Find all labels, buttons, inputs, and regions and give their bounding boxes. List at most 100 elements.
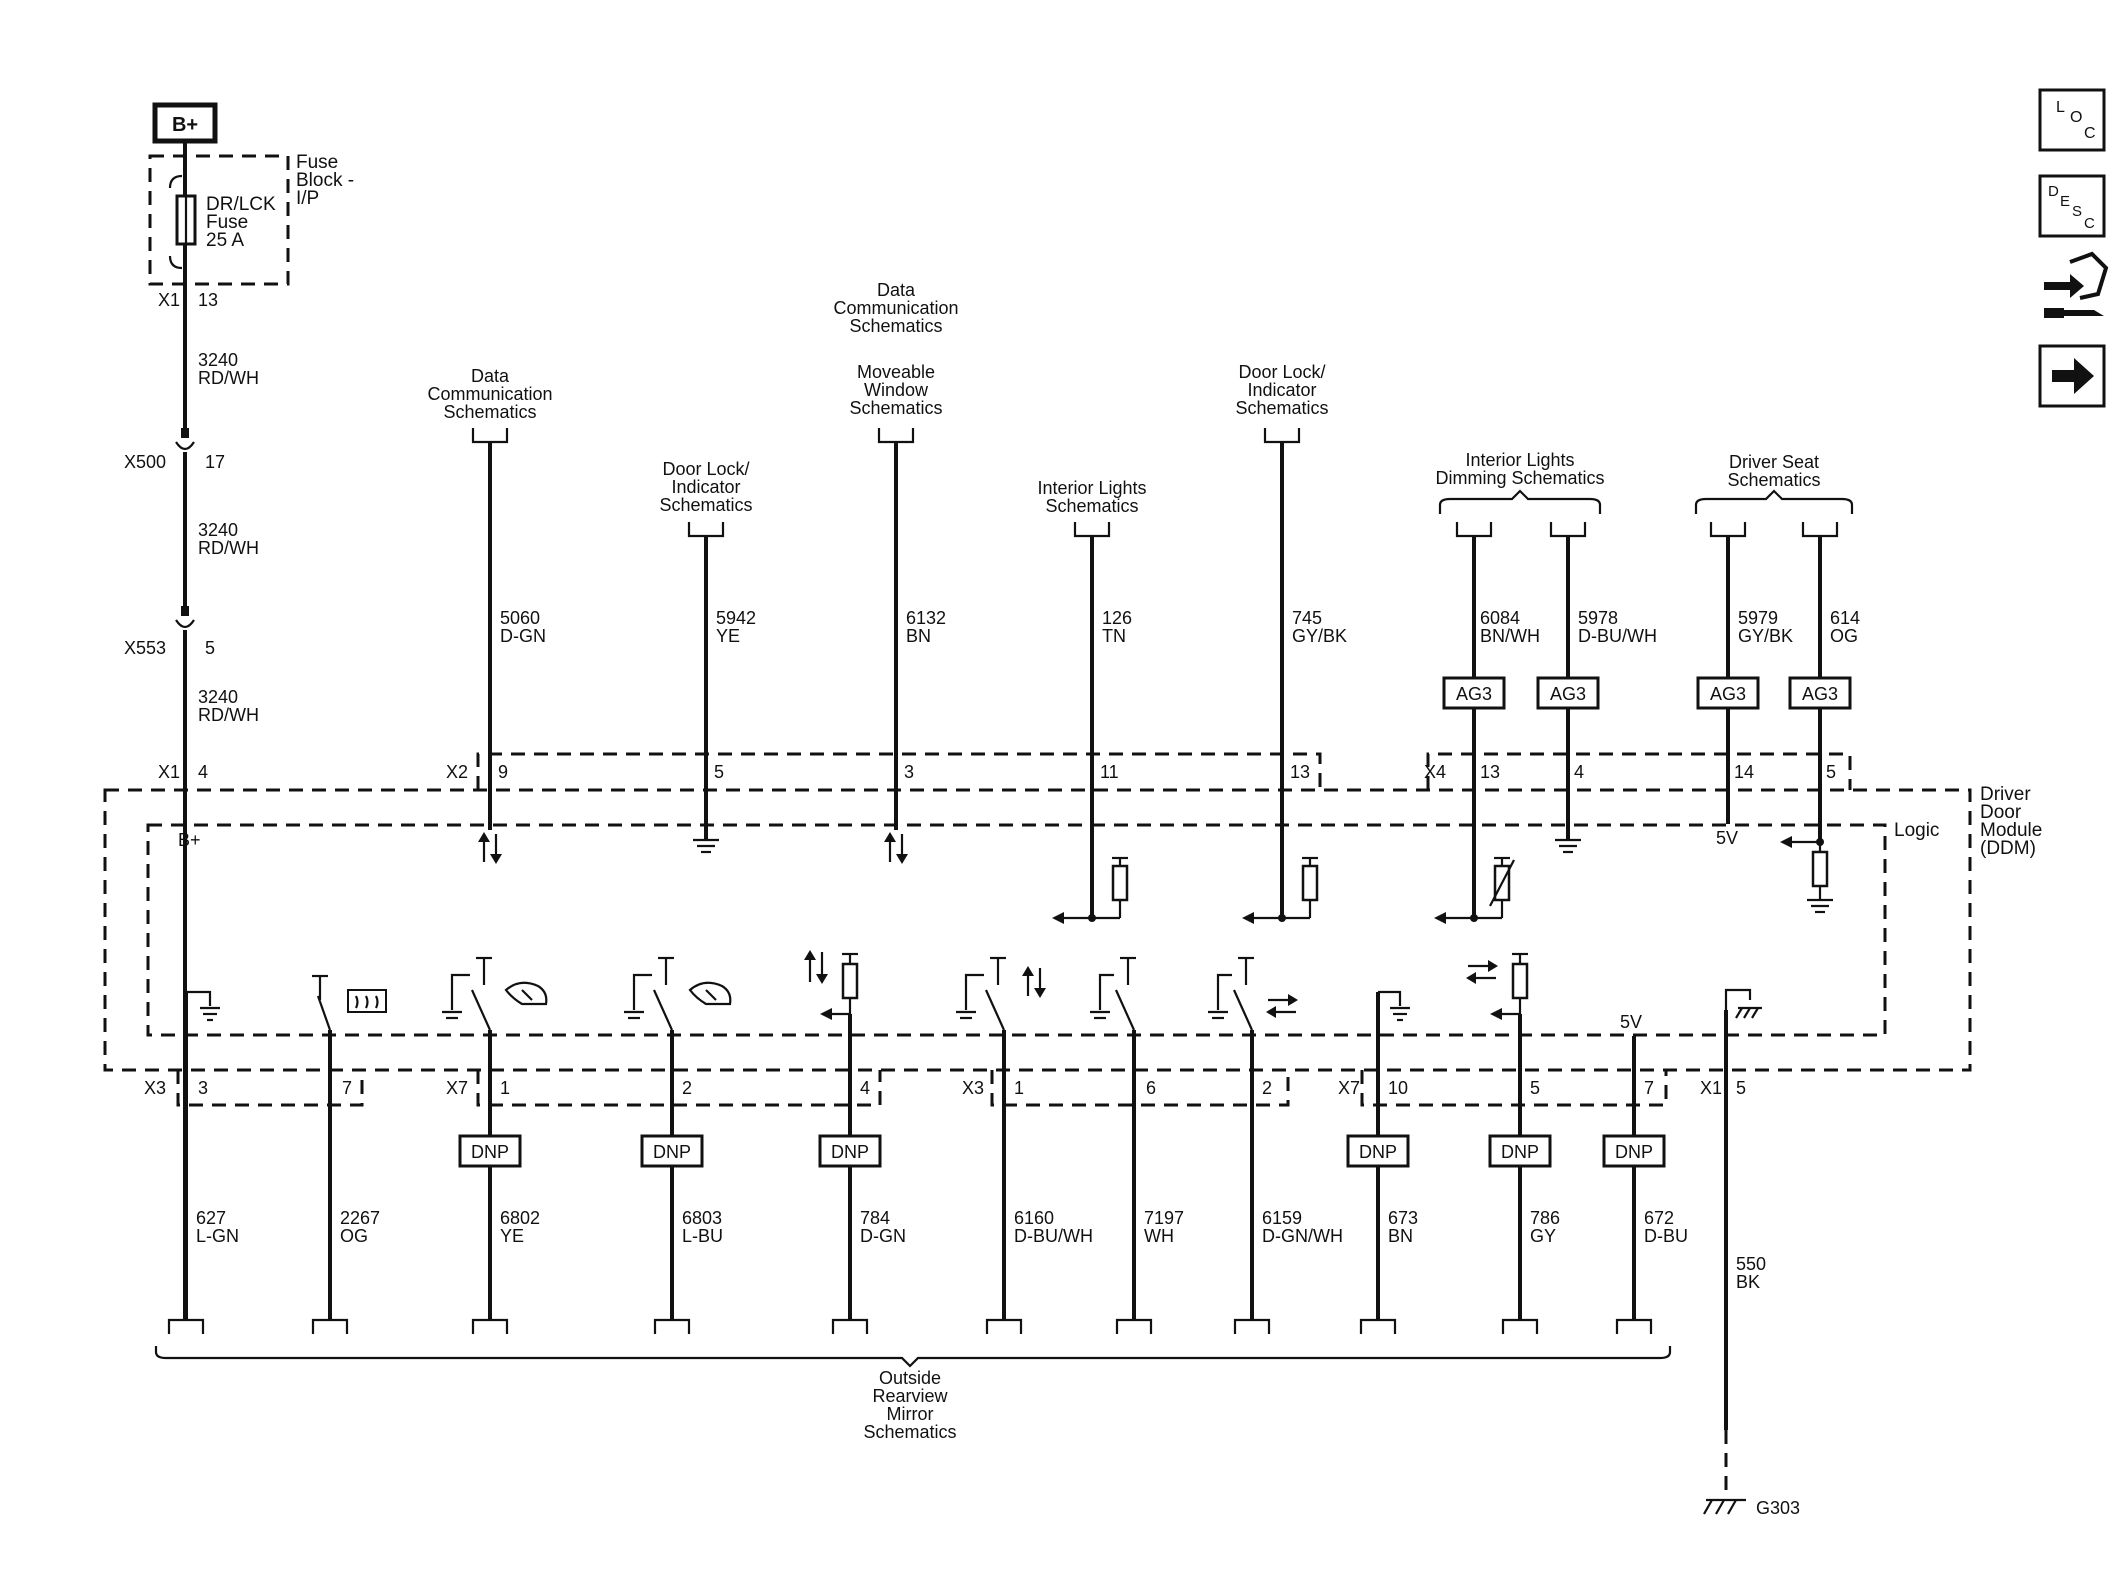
svg-text:Schematics: Schematics (443, 402, 536, 422)
svg-text:X500: X500 (124, 452, 166, 472)
svg-text:5: 5 (205, 638, 215, 658)
svg-text:673: 673 (1388, 1208, 1418, 1228)
svg-text:Mirror: Mirror (887, 1404, 934, 1424)
internal-upper-symbols: 5V (478, 828, 1833, 924)
description-button[interactable]: D E S C (2038, 174, 2106, 238)
next-arrow-icon[interactable] (2038, 344, 2106, 408)
svg-text:D-BU: D-BU (1644, 1226, 1688, 1246)
svg-text:YE: YE (716, 626, 740, 646)
top-wires: 5060 D-GN 5942 YE 6132 BN 126 TN 745 GY/… (446, 442, 1860, 920)
logic-label: Logic (1894, 820, 1939, 841)
fuse-block-label: Fuse (296, 152, 338, 173)
svg-text:Communication: Communication (833, 298, 958, 318)
svg-text:2: 2 (682, 1078, 692, 1098)
svg-text:C: C (2084, 215, 2095, 232)
svg-text:GY/BK: GY/BK (1738, 626, 1793, 646)
svg-text:DNP: DNP (831, 1142, 869, 1162)
svg-text:6803: 6803 (682, 1208, 722, 1228)
svg-text:Rearview: Rearview (872, 1386, 948, 1406)
svg-text:25 A: 25 A (206, 230, 244, 251)
svg-text:X2: X2 (446, 762, 468, 782)
svg-text:Data: Data (471, 366, 510, 386)
svg-text:Schematics: Schematics (1235, 398, 1328, 418)
power-feed: B+ Fuse Block - I/P DR/LCK Fuse 25 A X1 … (124, 102, 354, 1320)
svg-text:GY: GY (1530, 1226, 1556, 1246)
svg-text:X1: X1 (158, 290, 180, 310)
data-switch-icon (956, 956, 1046, 1031)
ground-icon (1555, 836, 1581, 854)
side-navigation: L O C D E S C (2038, 88, 2109, 408)
svg-text:7197: 7197 (1144, 1208, 1184, 1228)
pullup-resistor-icon (1242, 856, 1319, 924)
svg-text:OG: OG (340, 1226, 368, 1246)
svg-text:D-GN/WH: D-GN/WH (1262, 1226, 1343, 1246)
svg-text:6802: 6802 (500, 1208, 540, 1228)
ground-icon (693, 838, 719, 854)
svg-text:X4: X4 (1424, 762, 1446, 782)
svg-text:Fuse: Fuse (206, 212, 248, 233)
svg-text:D-GN: D-GN (500, 626, 546, 646)
svg-text:Module: Module (1980, 820, 2042, 841)
bidirectional-arrow-icon (884, 832, 908, 864)
svg-text:Schematics: Schematics (1045, 496, 1138, 516)
svg-text:13: 13 (198, 290, 218, 310)
bidirectional-arrow-icon (478, 832, 502, 864)
svg-text:5V: 5V (1620, 1012, 1642, 1032)
svg-text:627: 627 (196, 1208, 226, 1228)
svg-text:X553: X553 (124, 638, 166, 658)
svg-text:1: 1 (500, 1078, 510, 1098)
svg-text:Schematics: Schematics (849, 316, 942, 336)
svg-text:L-GN: L-GN (196, 1226, 239, 1246)
pulldown-resistor-icon (1780, 836, 1833, 914)
svg-text:5978: 5978 (1578, 608, 1618, 628)
svg-text:E: E (2060, 193, 2070, 210)
svg-text:WH: WH (1144, 1226, 1174, 1246)
bottom-wires: X3 3 7 X7 1 2 4 X3 1 6 2 X7 10 5 7 X1 5 … (144, 992, 1800, 1518)
location-button[interactable]: L O C (2038, 88, 2106, 152)
top-references: Data Communication Schematics Door Lock/… (427, 280, 1854, 538)
svg-text:4: 4 (860, 1078, 870, 1098)
svg-text:7: 7 (1644, 1078, 1654, 1098)
svg-text:5: 5 (1826, 762, 1836, 782)
svg-text:5060: 5060 (500, 608, 540, 628)
svg-text:D-GN: D-GN (860, 1226, 906, 1246)
svg-text:AG3: AG3 (1710, 684, 1746, 704)
svg-text:RD/WH: RD/WH (198, 538, 259, 558)
svg-text:X7: X7 (446, 1078, 468, 1098)
svg-text:17: 17 (205, 452, 225, 472)
driver-door-module: Driver Door Module (DDM) Logic (103, 752, 2042, 1107)
svg-text:BN: BN (1388, 1226, 1413, 1246)
connector-icon[interactable] (2044, 251, 2109, 318)
ground-icon (1378, 990, 1410, 1022)
svg-text:Data: Data (877, 280, 916, 300)
svg-text:7: 7 (342, 1078, 352, 1098)
svg-text:BN/WH: BN/WH (1480, 626, 1540, 646)
svg-text:Indicator: Indicator (1247, 380, 1316, 400)
svg-text:6: 6 (1146, 1078, 1156, 1098)
svg-text:Door Lock/: Door Lock/ (1238, 362, 1325, 382)
bidirectional-resistor-icon (804, 950, 859, 1020)
svg-text:3240: 3240 (198, 687, 238, 707)
svg-text:3: 3 (198, 1078, 208, 1098)
svg-text:GY/BK: GY/BK (1292, 626, 1347, 646)
svg-text:OG: OG (1830, 626, 1858, 646)
svg-text:6160: 6160 (1014, 1208, 1054, 1228)
svg-text:13: 13 (1290, 762, 1310, 782)
svg-text:X1: X1 (1700, 1078, 1722, 1098)
svg-text:11: 11 (1100, 762, 1119, 782)
pullup-resistor-icon (1052, 856, 1129, 924)
fuse-label: DR/LCK (206, 194, 276, 215)
svg-text:9: 9 (498, 762, 508, 782)
svg-text:784: 784 (860, 1208, 890, 1228)
chassis-ground-icon (1724, 988, 1762, 1019)
svg-text:AG3: AG3 (1456, 684, 1492, 704)
variable-resistor-icon (1434, 856, 1515, 924)
mirror-switch-icon (442, 956, 548, 1031)
mirror-switch-icon (624, 956, 732, 1031)
svg-text:RD/WH: RD/WH (198, 705, 259, 725)
svg-text:5942: 5942 (716, 608, 756, 628)
svg-text:4: 4 (1574, 762, 1584, 782)
svg-text:DNP: DNP (653, 1142, 691, 1162)
svg-text:14: 14 (1734, 762, 1754, 782)
svg-text:5: 5 (714, 762, 724, 782)
